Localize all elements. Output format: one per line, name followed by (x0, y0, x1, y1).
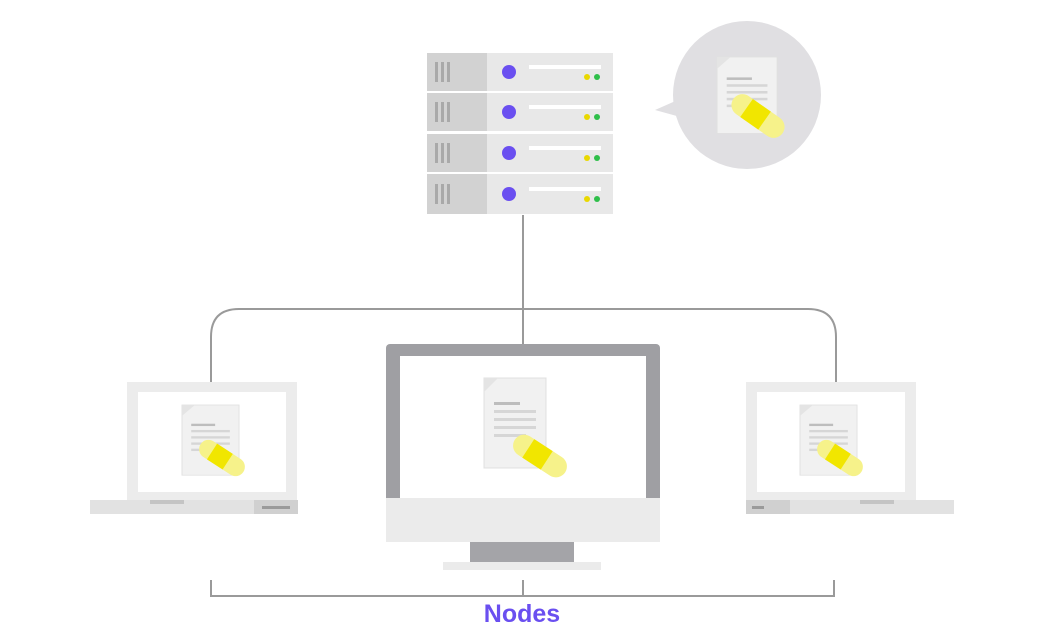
speech-bubble-icon (655, 21, 821, 169)
bus-line (210, 308, 837, 382)
server-icon (427, 53, 613, 214)
laptop-icon (90, 382, 298, 514)
laptop-icon (746, 382, 954, 514)
nodes-label: Nodes (483, 600, 561, 628)
server-led-purple (502, 65, 516, 79)
nodes-bracket (210, 580, 835, 597)
connector-lines (210, 215, 837, 382)
monitor-icon (386, 344, 660, 570)
